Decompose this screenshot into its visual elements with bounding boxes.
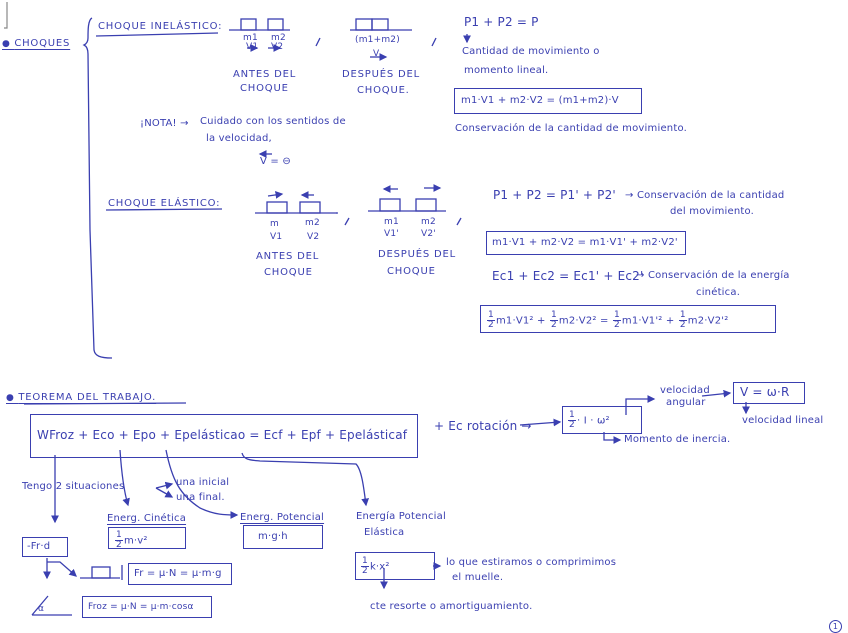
friction-incline-box: Froz = μ·N = μ·m·cosα <box>82 596 212 618</box>
elastic-note-1: lo que estiramos o comprimimos <box>446 557 617 568</box>
spring-constant-note: cte resorte o amortiguamiento. <box>370 601 533 612</box>
inelastic-before-caption-1: ANTES DEL <box>233 69 297 80</box>
elastic-potential-label-2: Elástica <box>364 527 405 538</box>
angular-velocity-label-1: velocidad <box>660 385 710 396</box>
inelastic-after-caption-2: CHOQUE. <box>357 85 410 96</box>
elastic-before-v2: V2 <box>307 232 320 242</box>
page-number: 1 <box>829 620 842 633</box>
elastic-after-v2: V2' <box>421 229 436 239</box>
elastic-potential-label-1: Energía Potencial <box>356 511 446 522</box>
momentum-note-1: Cantidad de movimiento o <box>462 46 600 57</box>
elastic-momentum-eq: P1 + P2 = P1' + P2' <box>493 188 616 202</box>
inelastic-combined-mass: (m1+m2) <box>355 35 400 45</box>
work-theorem-box: WFroz + Eco + Epo + Epelásticao = Ecf + … <box>30 414 418 458</box>
linear-velocity-box: V = ω·R <box>733 382 805 404</box>
elastic-energy-note-1: → Conservación de la energía <box>636 270 790 281</box>
nota-text-2: la velocidad, <box>206 133 272 144</box>
inelastic-m1: m1 <box>243 33 258 43</box>
elastic-after-caption-2: CHOQUE <box>387 266 436 277</box>
inelastic-before-caption-2: CHOQUE <box>240 83 289 94</box>
elastic-momentum-note-1: → Conservación de la cantidad <box>625 190 785 201</box>
elastic-momentum-note-2: del movimiento. <box>670 206 755 217</box>
elastic-before-caption-2: CHOQUE <box>264 267 313 278</box>
elastic-note-2: el muelle. <box>452 572 504 583</box>
elastic-energy-note-2: cinética. <box>696 287 741 298</box>
nota-equation: V = ⊖ <box>260 156 291 167</box>
inelastic-momentum-eq: P1 + P2 = P <box>464 15 539 29</box>
inelastic-v1: V1 <box>246 42 259 52</box>
elastic-title: CHOQUE ELÁSTICO: <box>108 198 221 209</box>
rotational-term: + Ec rotación → <box>434 419 532 433</box>
potential-energy-label: Energ. Potencial <box>240 512 325 523</box>
elastic-energy-eq: Ec1 + Ec2 = Ec1' + Ec2' <box>492 269 644 283</box>
elastic-before-m1: m <box>270 219 279 229</box>
conservation-note: Conservación de la cantidad de movimient… <box>455 123 687 134</box>
nota-text-1: Cuidado con los sentidos de <box>200 116 346 127</box>
inelastic-combined-v: V <box>373 49 380 59</box>
kinetic-energy-label: Energ. Cinética <box>107 513 187 524</box>
elastic-after-m2: m2 <box>421 217 436 227</box>
inertia-label: Momento de inercia. <box>624 434 731 445</box>
situations-label: Tengo 2 situaciones <box>22 481 125 492</box>
elastic-boxed-momentum: m1·V1 + m2·V2 = m1·V1' + m2·V2' <box>486 231 686 255</box>
inelastic-boxed-equation: m1·V1 + m2·V2 = (m1+m2)·V <box>454 88 642 114</box>
friction-flat-box: Fr = μ·N = μ·m·g <box>128 563 232 585</box>
nota-label: ¡NOTA! → <box>140 118 189 129</box>
elastic-before-v1: V1 <box>270 232 283 242</box>
choques-heading: ● CHOQUES <box>2 38 71 49</box>
elastic-before-caption-1: ANTES DEL <box>256 251 320 262</box>
inelastic-m2: m2 <box>271 33 286 43</box>
inelastic-after-caption-1: DESPUÉS DEL <box>342 69 420 80</box>
friction-work-box: -Fr·d <box>22 537 68 557</box>
elastic-after-m1: m1 <box>384 217 399 227</box>
trabajo-heading: ● TEOREMA DEL TRABAJO. <box>6 392 157 403</box>
incline-angle: α <box>38 604 45 614</box>
elastic-after-caption-1: DESPUÉS DEL <box>378 249 456 260</box>
inelastic-v2: V2 <box>271 42 284 52</box>
inelastic-title: CHOQUE INELÁSTICO: <box>98 21 223 32</box>
elastic-after-v1: V1' <box>384 229 399 239</box>
momentum-note-2: momento lineal. <box>464 65 549 76</box>
elastic-before-m2: m2 <box>305 218 320 228</box>
situation-final: una final. <box>176 492 225 503</box>
work-theorem-equation: WFroz + Eco + Epo + Epelásticao = Ecf + … <box>37 428 408 442</box>
angular-velocity-label-2: angular <box>666 397 706 408</box>
linear-velocity-label: velocidad lineal <box>742 415 824 426</box>
potential-energy-box: m·g·h <box>243 525 323 549</box>
situation-initial: una inicial <box>176 477 230 488</box>
